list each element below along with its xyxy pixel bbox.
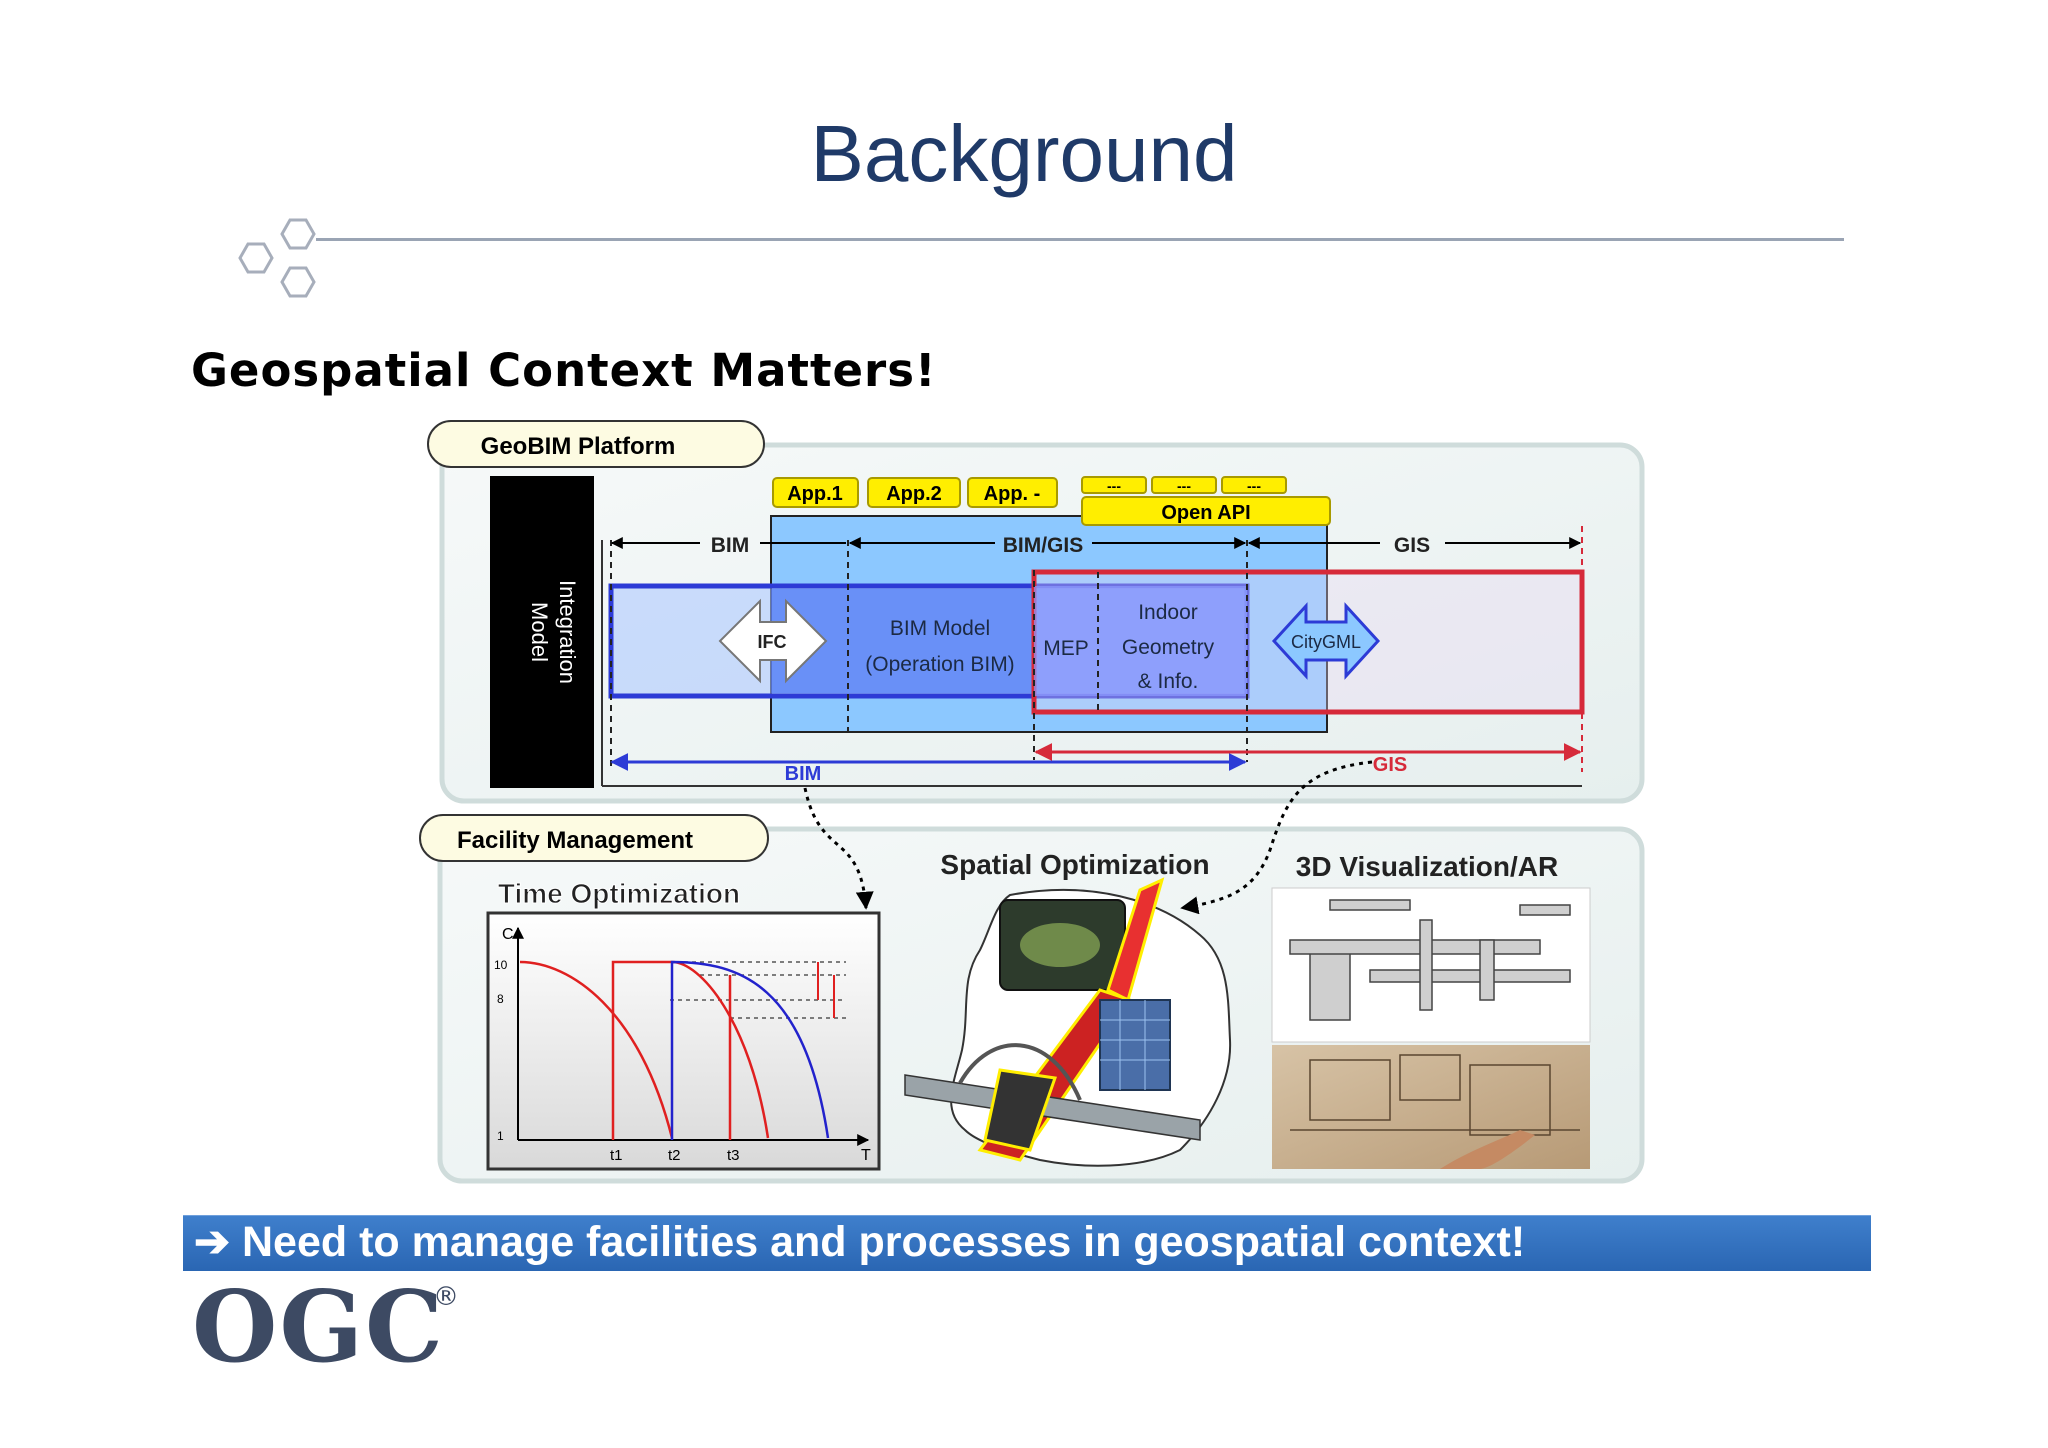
registered-mark: ®: [433, 1282, 459, 1312]
conclusion-bar: [183, 1215, 1871, 1271]
spatial-optimization-illustration: [904, 877, 1232, 1167]
visualization-ar-illustration: [1271, 887, 1591, 1169]
bim-model-label-2: (Operation BIM): [865, 653, 1014, 676]
hexagon-cluster-icon: [238, 218, 316, 298]
bottom-label-gis: GIS: [1373, 754, 1407, 776]
app-more-label: App. -: [984, 483, 1041, 505]
chart-y-tick-10: 10: [494, 958, 508, 972]
title-rule: [316, 238, 1844, 241]
indoor-label-3: & Info.: [1138, 670, 1199, 693]
chart-x-tick-t1: t1: [610, 1147, 623, 1164]
facility-management-tab: [419, 814, 769, 862]
time-optimization-chart: C T 10 8 1 t1 t2 t3: [486, 911, 881, 1171]
chart-x-tick-t2: t2: [668, 1147, 681, 1164]
slide-title: Background: [810, 109, 1238, 198]
integration-model-block: [490, 476, 594, 788]
ifc-arrow-icon: [718, 598, 828, 684]
ogc-logo: OGC: [192, 1270, 446, 1385]
overlap-fill: [1034, 586, 1247, 696]
api-tab-3: ---: [1247, 478, 1261, 494]
api-tab-1: ---: [1107, 478, 1121, 494]
geobim-platform-tab: [427, 420, 765, 468]
citygml-label: CityGML: [1291, 632, 1361, 652]
facility-management-label: Facility Management: [457, 827, 693, 854]
app-buttons: App.1 App.2 App. -: [772, 477, 1058, 508]
top-label-bim: BIM: [711, 534, 750, 557]
bottom-label-bim: BIM: [785, 763, 822, 785]
top-label-bim-gis: BIM/GIS: [1003, 534, 1084, 557]
spatial-optimization-title: Spatial Optimization: [940, 849, 1209, 880]
open-api-group: --- --- --- Open API: [1081, 476, 1331, 526]
top-label-gis: GIS: [1394, 534, 1430, 557]
mep-label: MEP: [1043, 637, 1089, 660]
geobim-platform-label: GeoBIM Platform: [481, 433, 676, 460]
indoor-label-2: Geometry: [1122, 636, 1215, 659]
chart-y-tick-1: 1: [497, 1129, 504, 1143]
visualization-title: 3D Visualization/AR: [1296, 851, 1558, 882]
citygml-arrow-icon: [1271, 602, 1381, 680]
app-1-button: [772, 477, 859, 508]
bim-model-label-1: BIM Model: [890, 617, 990, 640]
slide-subtitle: Geospatial Context Matters!: [191, 344, 937, 397]
integration-model-label-1: Integration: [555, 580, 580, 684]
conclusion-text: ➔ Need to manage facilities and processe…: [194, 1218, 1526, 1266]
app-2-label: App.2: [886, 483, 942, 505]
chart-x-tick-t3: t3: [727, 1147, 740, 1164]
chart-y-axis-label: C: [502, 926, 514, 943]
app-2-button: [867, 477, 961, 508]
api-tab-2: ---: [1177, 478, 1191, 494]
open-api-box: [1081, 496, 1331, 526]
chart-y-tick-8: 8: [497, 992, 504, 1006]
ifc-label: IFC: [758, 632, 787, 652]
indoor-label-1: Indoor: [1138, 601, 1198, 624]
time-optimization-title: Time Optimization: [498, 878, 740, 909]
app-1-label: App.1: [787, 483, 843, 505]
open-api-label: Open API: [1161, 502, 1250, 524]
integration-model-label-2: Model: [527, 602, 552, 662]
app-more-button: [967, 477, 1058, 508]
chart-x-axis-label: T: [861, 1147, 871, 1164]
